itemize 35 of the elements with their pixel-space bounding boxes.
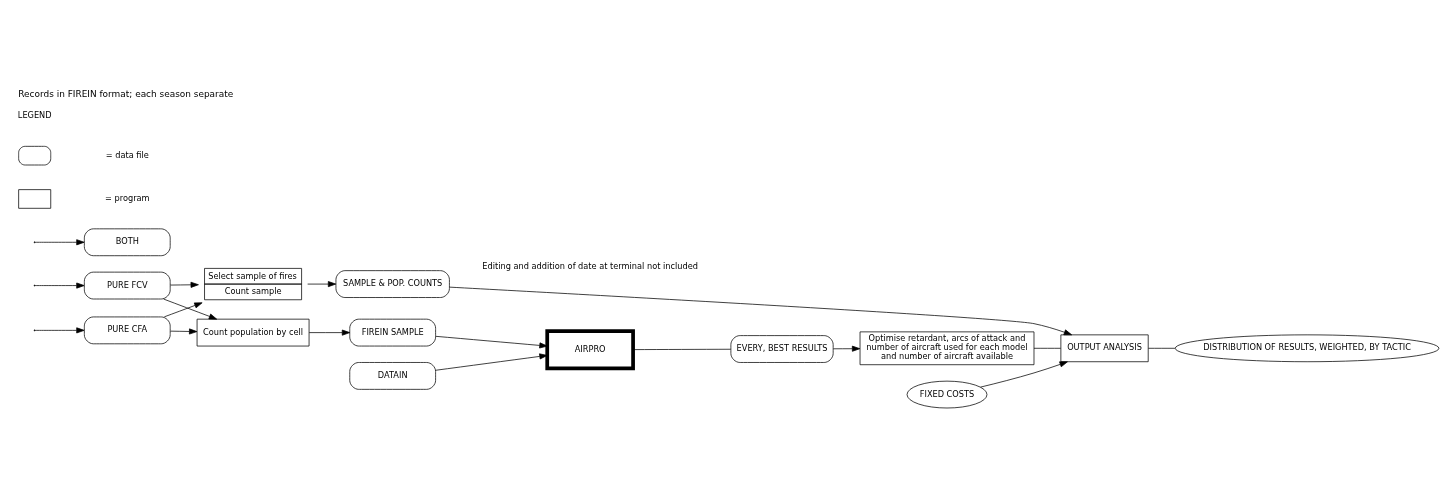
node-ellipse: DISTRIBUTION OF RESULTS, WEIGHTED, BY TACTIC xyxy=(1174,334,1440,363)
arrow xyxy=(435,353,548,371)
node-box: FIREIN SAMPLE xyxy=(349,318,436,347)
arrow xyxy=(980,361,1068,388)
arrow xyxy=(449,286,1073,336)
connector xyxy=(1148,347,1176,349)
arrow xyxy=(308,329,351,336)
arrow xyxy=(307,281,337,288)
arrow xyxy=(163,298,218,320)
node-box: DATAIN xyxy=(349,362,436,390)
connector xyxy=(1033,347,1062,349)
arrow xyxy=(163,302,203,318)
label: LEGEND xyxy=(17,110,52,121)
legend-label: = data file xyxy=(105,149,149,160)
arrow xyxy=(833,345,861,352)
node-ellipse: FIXED COSTS xyxy=(906,380,988,409)
legend-label: = program xyxy=(105,193,150,204)
node-box: BOTH xyxy=(83,228,171,257)
arrow xyxy=(35,239,85,246)
diagram-title: Records in FIREIN format; each season separate xyxy=(18,89,234,100)
connector xyxy=(632,348,732,350)
arrow xyxy=(435,335,548,349)
node-box: EVERY, BEST RESULTS xyxy=(730,335,834,363)
arrow xyxy=(170,281,199,288)
node-box: OUTPUT ANALYSIS xyxy=(1060,334,1149,363)
arrow xyxy=(170,328,198,335)
arrow xyxy=(35,282,85,289)
node-box: PURE FCV xyxy=(83,271,171,300)
arrow xyxy=(35,327,85,334)
node-box: PURE CFA xyxy=(83,316,171,345)
caption: Editing and addition of date at terminal not included xyxy=(482,261,698,271)
node-box: AIRPRO xyxy=(545,329,635,371)
node-box: Optimise retardant, arcs of attack and number of aircraft used for each model and number of aircraft available xyxy=(859,331,1035,366)
node-box: Count population by cell xyxy=(196,318,310,347)
node-box: SAMPLE & POP. COUNTS xyxy=(335,270,450,298)
